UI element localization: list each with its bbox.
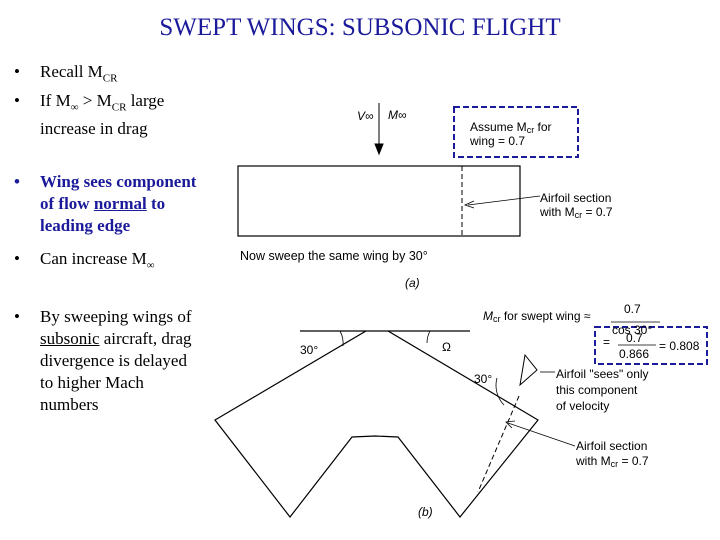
figure-label-a: (a) <box>405 276 420 290</box>
assume-box <box>453 106 579 158</box>
figure-b <box>214 321 708 518</box>
airfoil-label-a-2: with Mcr = 0.7 <box>539 205 613 220</box>
angle-right-label: 30° <box>474 372 492 386</box>
fraction-2-numerator: 0.7 <box>626 331 643 345</box>
result-value: = 0.808 <box>659 339 700 353</box>
minf-label: M∞ <box>388 108 407 122</box>
airfoil-label-a-1: Airfoil section <box>540 191 611 205</box>
subscript: CR <box>102 72 118 85</box>
bullet-dot: • <box>14 249 20 268</box>
figure-a <box>237 103 579 237</box>
figure-a-labels: V∞ M∞ Assume Mcr for wing = 0.7 Airfoil … <box>240 108 613 290</box>
bullet-text: increase in drag <box>40 119 148 139</box>
fraction-1-denominator: cos 30° <box>612 323 652 337</box>
fraction-1-numerator: 0.7 <box>624 302 641 316</box>
assume-value: wing = 0.7 <box>469 134 525 148</box>
bullet-text: Wing sees component <box>40 172 197 191</box>
sees-label-1: Airfoil "sees" only <box>556 367 649 381</box>
result-box <box>594 326 708 365</box>
fraction-2-denominator: 0.866 <box>619 347 649 361</box>
bullet-text: aircraft, drag <box>99 329 192 348</box>
bullet-text-underlined: subsonic <box>40 329 100 348</box>
figure-b-labels: 30° Ω 30° Mcr for swept wing ≈ 0.7 cos 3… <box>300 302 700 519</box>
bullet-text: divergence is delayed <box>40 351 187 370</box>
bullet-text: By sweeping wings of <box>40 307 192 326</box>
velocity-arrow <box>519 353 538 387</box>
airfoil-b-leader-arrowhead <box>505 420 516 429</box>
sweep-text: Now sweep the same wing by 30° <box>240 249 428 263</box>
angle-arc-right-2 <box>495 377 505 406</box>
airfoil-leader <box>467 195 541 206</box>
freestream-arrowhead <box>374 143 384 156</box>
bullet-text: of flow <box>40 194 94 213</box>
subscript: CR <box>111 101 127 114</box>
angle-left-label: 30° <box>300 343 318 357</box>
airfoil-label-b-2: with Mcr = 0.7 <box>575 454 649 469</box>
bullet-dot: • <box>14 91 20 110</box>
bullet-dot: • <box>14 62 20 81</box>
sees-label-2: this component <box>556 383 638 397</box>
subscript: ∞ <box>146 259 155 272</box>
bullet-text: to <box>146 194 166 213</box>
bullet-dot: • <box>14 172 20 191</box>
bullet-text: large <box>126 91 165 110</box>
omega-label: Ω <box>442 340 451 354</box>
bullet-text: to higher Mach <box>40 373 144 392</box>
assume-label: Assume Mcr for <box>470 120 552 135</box>
bullet-text: Recall M <box>40 62 103 81</box>
bullet-text-underlined: normal <box>93 194 147 213</box>
bullet-text: leading edge <box>40 216 131 235</box>
mcr-swept-label: Mcr for swept wing ≈ <box>483 309 591 324</box>
swept-wing-outline <box>214 330 539 518</box>
vinf-label: V∞ <box>357 109 374 123</box>
straight-wing <box>237 165 521 237</box>
bullet-text: > M <box>78 91 112 110</box>
bullet-dot: • <box>14 307 20 326</box>
subscript: ∞ <box>70 101 79 114</box>
bullet-text: If M <box>40 91 71 110</box>
figure-label-b: (b) <box>418 505 433 519</box>
bullet-text: Can increase M <box>40 249 147 268</box>
slide-title: SWEPT WINGS: SUBSONIC FLIGHT <box>159 14 561 41</box>
airfoil-b-leader <box>507 422 576 447</box>
sees-label-3: of velocity <box>556 399 609 413</box>
angle-arc-left <box>339 330 344 347</box>
airfoil-section-line-b <box>477 395 520 493</box>
airfoil-label-b-1: Airfoil section <box>576 439 647 453</box>
angle-arc-right <box>426 330 431 344</box>
equals-sign: = <box>603 335 610 349</box>
airfoil-leader-arrowhead <box>463 200 475 209</box>
bullet-text: numbers <box>40 395 99 414</box>
